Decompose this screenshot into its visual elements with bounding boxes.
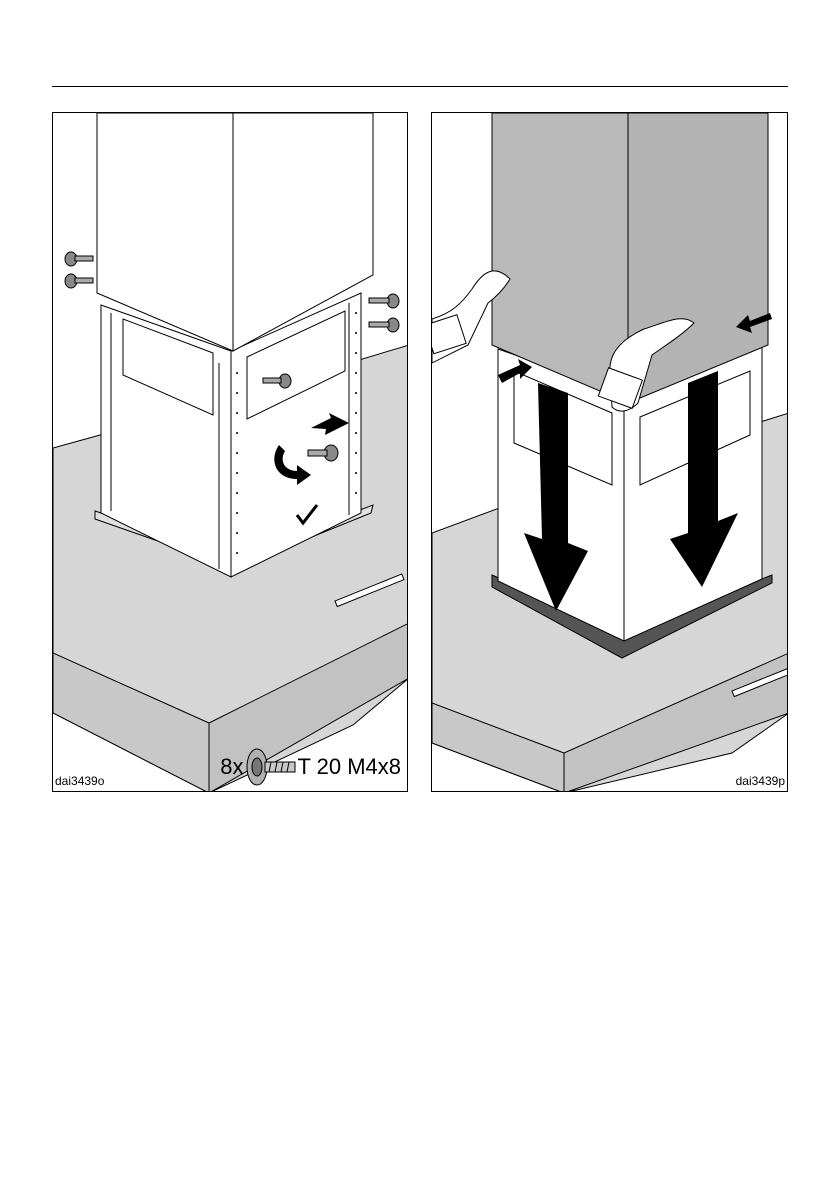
right-illustration bbox=[432, 113, 788, 792]
left-illustration bbox=[53, 113, 408, 792]
header-rule bbox=[52, 86, 788, 87]
figure-code: dai3439p bbox=[736, 774, 785, 788]
screw-legend: 8x T 20 M4x8 bbox=[220, 747, 401, 787]
torx-screw-icon bbox=[245, 747, 297, 787]
screw-spec: T 20 M4x8 bbox=[297, 754, 401, 780]
figure-panel-left: dai3439o 8x T 20 M4x8 bbox=[52, 112, 408, 792]
figure-panel-right: dai3439p bbox=[431, 112, 788, 792]
figure-code: dai3439o bbox=[55, 774, 104, 788]
screw-quantity: 8x bbox=[220, 754, 243, 780]
